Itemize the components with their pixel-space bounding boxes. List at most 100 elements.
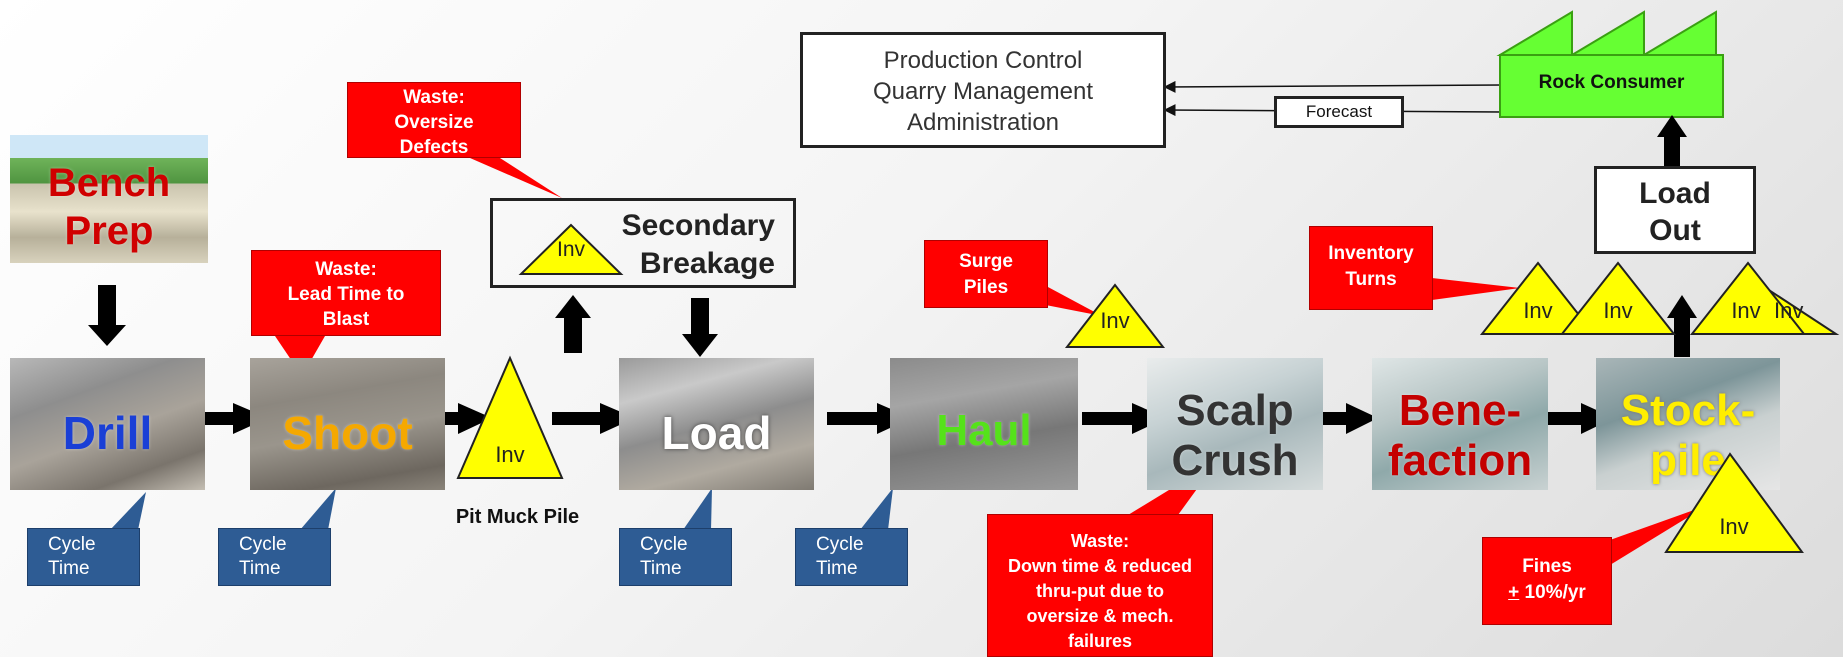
inv-label-3-text: Inv	[1774, 298, 1804, 323]
inv-triangle-4	[1689, 261, 1807, 335]
callout-tail-fines	[1610, 505, 1708, 565]
load-out-line-1: Load	[1639, 177, 1711, 210]
loadout-to-consumer-arrow	[1657, 115, 1687, 167]
scalp-crush-label: Scalp Crush	[1147, 386, 1323, 486]
haul-label: Haul	[936, 406, 1032, 455]
callout-waste-lead-time: Waste: Lead Time to Blast	[251, 250, 441, 336]
factory-icon	[1496, 10, 1724, 118]
cycle-time-haul: Cycle Time	[795, 528, 908, 586]
forecast-box: Forecast	[1274, 96, 1404, 128]
callout-waste-oversize: Waste: Oversize Defects	[347, 82, 521, 158]
callout-turns-line-2: Turns	[1345, 269, 1397, 290]
inv-triangle-secondary	[518, 223, 624, 275]
scalp-line-1: Scalp	[1176, 386, 1294, 435]
stockpile-label: Stock- pile	[1596, 386, 1780, 486]
secondary-line-1: Secondary	[621, 209, 775, 242]
cycle-1-line-1: Cycle	[48, 534, 96, 555]
load-out-line-2: Out	[1649, 214, 1701, 247]
cycle-tail-4	[860, 488, 893, 530]
callout-tail-lead	[275, 336, 325, 376]
cycle-tail-2	[300, 488, 336, 530]
stockpile-to-loadout-arrow	[1667, 295, 1697, 357]
secondary-line-2: Breakage	[639, 247, 775, 280]
cycle-4-line-1: Cycle	[816, 534, 864, 555]
callout-inventory-turns: Inventory Turns	[1309, 226, 1433, 310]
inv-label-surge: Inv	[1100, 308, 1130, 333]
inv-label-2: Inv	[1603, 298, 1633, 323]
cycle-time-drill: Cycle Time	[27, 528, 140, 586]
bene-line-1: Bene-	[1398, 386, 1522, 435]
inv-label-1: Inv	[1523, 298, 1553, 323]
inv-label-fines: Inv	[1719, 514, 1749, 539]
scalp-crush-step: Scalp Crush	[1147, 358, 1323, 490]
callout-oversize-line-1: Waste:	[403, 87, 465, 108]
drill-step: Drill	[10, 358, 205, 490]
drill-label: Drill	[62, 407, 153, 459]
to-secondary-arrow	[555, 295, 591, 353]
cycle-tail-1	[110, 492, 146, 530]
callout-fines: Fines + 10%/yr	[1482, 537, 1612, 625]
cycle-4-line-2: Time	[816, 558, 858, 579]
inv-label-secondary: Inv	[556, 238, 585, 261]
inv-triangle-1	[1479, 261, 1597, 335]
bench-prep-image: Bench Prep	[10, 135, 208, 263]
inv-label-4: Inv	[1731, 298, 1761, 323]
callout-waste-downtime: Waste: Down time & reduced thru-put due …	[987, 514, 1213, 657]
cycle-3-line-1: Cycle	[640, 534, 688, 555]
callout-lead-line-1: Waste:	[315, 259, 377, 280]
bench-to-drill-arrow	[88, 285, 126, 346]
rock-consumer-label: Rock Consumer	[1538, 72, 1685, 93]
callout-down-line-1: Waste:	[1070, 531, 1130, 551]
callout-turns-line-1: Inventory	[1328, 243, 1414, 264]
callout-surge-line-2: Piles	[963, 277, 1009, 298]
inv-label-muck: Inv	[495, 442, 525, 467]
control-line-1: Production Control	[883, 47, 1083, 74]
callout-fines-line-2: + 10%/yr	[1483, 580, 1611, 606]
cycle-time-load: Cycle Time	[619, 528, 732, 586]
callout-surge-piles: Surge Piles	[924, 240, 1048, 308]
callout-tail-turns	[1432, 278, 1520, 300]
shoot-step: Shoot	[250, 358, 445, 490]
inv-to-load-arrow	[552, 403, 635, 434]
load-out-box: Load Out	[1594, 166, 1756, 254]
shoot-label: Shoot	[282, 407, 413, 459]
cycle-time-shoot: Cycle Time	[218, 528, 331, 586]
stock-line-2: pile	[1650, 436, 1726, 485]
benefaction-step: Bene- faction	[1372, 358, 1548, 490]
callout-down-line-2: Down time & reduced	[1007, 556, 1193, 576]
stockpile-step: Stock- pile	[1596, 358, 1780, 490]
cycle-1-line-2: Time	[48, 558, 90, 579]
callout-down-line-4: oversize & mech.	[1026, 606, 1174, 626]
inv-triangle-surge	[1064, 283, 1166, 348]
benefaction-label: Bene- faction	[1372, 386, 1548, 486]
plus-minus-sign: +	[1508, 582, 1520, 603]
callout-oversize-line-3: Defects	[399, 137, 469, 158]
cycle-3-line-2: Time	[640, 558, 682, 579]
inv-triangle-muck	[456, 355, 564, 479]
control-line-2: Quarry Management	[872, 78, 1094, 105]
pit-muck-pile-label: Pit Muck Pile	[455, 506, 580, 528]
fines-rate: 10%/yr	[1519, 582, 1586, 603]
forecast-label: Forecast	[1305, 102, 1373, 121]
inv-triangle-2	[1559, 261, 1677, 335]
load-label: Load	[661, 407, 772, 459]
callout-fines-line-1: Fines	[1522, 556, 1572, 577]
haul-step: Haul	[890, 358, 1078, 490]
secondary-breakage-box: Secondary Breakage	[490, 198, 796, 288]
consumer-to-control-arrow	[1163, 80, 1503, 93]
inv-label-3: Inv	[1774, 298, 1824, 324]
cycle-tail-3	[683, 488, 712, 530]
scalp-line-2: Crush	[1171, 436, 1299, 485]
stock-line-1: Stock-	[1620, 386, 1756, 435]
callout-down-line-3: thru-put due to	[1036, 581, 1164, 601]
cycle-2-line-2: Time	[239, 558, 281, 579]
cycle-2-line-1: Cycle	[239, 534, 287, 555]
callout-tail-oversize	[470, 158, 562, 198]
callout-down-line-5: failures	[1067, 631, 1133, 651]
callout-lead-line-3: Blast	[322, 309, 370, 330]
bene-line-2: faction	[1387, 436, 1533, 485]
control-line-3: Administration	[906, 109, 1060, 136]
callout-lead-line-2: Lead Time to	[287, 284, 405, 305]
